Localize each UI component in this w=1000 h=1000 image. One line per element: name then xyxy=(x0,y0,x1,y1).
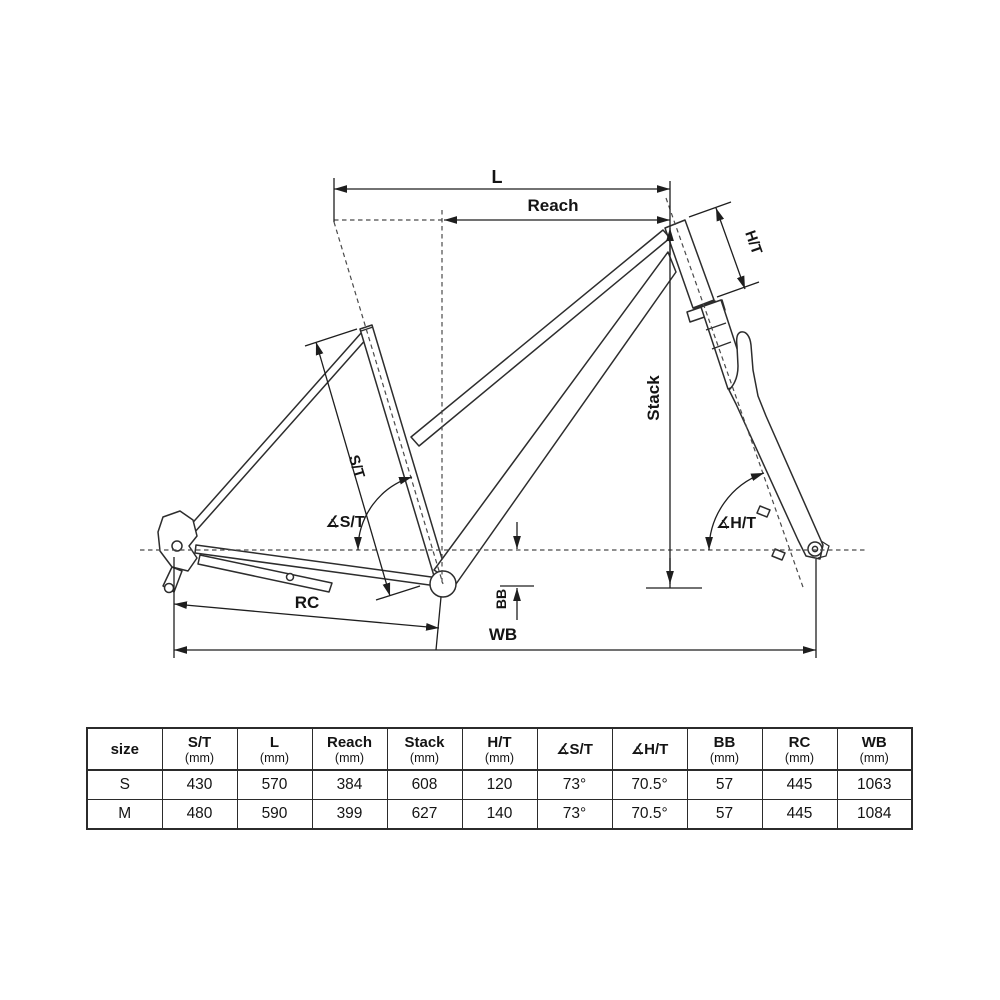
header-cell-st: S/T(mm) xyxy=(161,727,238,771)
header-label: Stack xyxy=(404,733,445,751)
front-axle xyxy=(811,545,819,553)
data-cell: 57 xyxy=(686,799,763,830)
data-cell: 1063 xyxy=(836,769,913,800)
label-stack: Stack xyxy=(644,375,663,421)
data-cell: 570 xyxy=(236,769,313,800)
data-cell: 399 xyxy=(311,799,388,830)
data-cell: 590 xyxy=(236,799,313,830)
header-cell-reach: Reach(mm) xyxy=(311,727,388,771)
header-unit: (mm) xyxy=(709,750,740,765)
data-cell: 73° xyxy=(536,769,613,800)
label-head-tube: H/T xyxy=(741,228,765,256)
data-cell: 73° xyxy=(536,799,613,830)
data-cell: 120 xyxy=(461,769,538,800)
fork-mount-tab xyxy=(771,548,786,561)
dashed-guides xyxy=(140,197,868,591)
label-head-tube-angle: ∡H/T xyxy=(716,515,756,532)
data-cell: 445 xyxy=(761,769,838,800)
header-cell-ht: ∡H/T xyxy=(611,727,688,771)
data-cell: 480 xyxy=(161,799,238,830)
header-label: ∡H/T xyxy=(630,740,669,758)
header-label: S/T xyxy=(187,733,212,751)
data-cell: 70.5° xyxy=(611,799,688,830)
header-cell-size: size xyxy=(86,727,163,771)
header-cell-wb: WB(mm) xyxy=(836,727,913,771)
data-cell: 430 xyxy=(161,769,238,800)
dimension-lines xyxy=(173,178,817,658)
header-unit: (mm) xyxy=(409,750,440,765)
fork-mount-tab xyxy=(756,505,771,518)
data-cell: 608 xyxy=(386,769,463,800)
down-tube xyxy=(433,251,677,585)
header-label: WB xyxy=(861,733,887,751)
data-cell: 1084 xyxy=(836,799,913,830)
seat-tube-axis xyxy=(333,221,444,585)
data-cell: S xyxy=(86,769,163,800)
label-seat-tube: S/T xyxy=(345,453,368,480)
data-cell: 627 xyxy=(386,799,463,830)
label-wheelbase: WB xyxy=(489,625,517,644)
header-cell-ht: H/T(mm) xyxy=(461,727,538,771)
header-label: ∡S/T xyxy=(556,740,593,758)
header-unit: (mm) xyxy=(484,750,515,765)
header-label: Reach xyxy=(326,733,373,751)
label-rear-center: RC xyxy=(295,593,320,612)
header-label: L xyxy=(269,733,280,751)
header-cell-bb: BB(mm) xyxy=(686,727,763,771)
data-cell: 140 xyxy=(461,799,538,830)
rear-axle xyxy=(171,540,183,552)
header-unit: (mm) xyxy=(259,750,290,765)
label-seat-tube-angle: ∡S/T xyxy=(325,514,364,531)
fork-lower-leg xyxy=(728,331,824,560)
header-unit: (mm) xyxy=(334,750,365,765)
header-cell-stack: Stack(mm) xyxy=(386,727,463,771)
data-cell: 445 xyxy=(761,799,838,830)
header-label: BB xyxy=(713,733,736,751)
header-unit: (mm) xyxy=(859,750,889,765)
hanger-bolt xyxy=(163,582,175,594)
header-cell-rc: RC(mm) xyxy=(761,727,838,771)
seatstay-tube xyxy=(187,331,369,534)
dimension-labels: L Reach H/T Stack S/T ∡S/T ∡H/T BB RC WB xyxy=(295,167,766,644)
steering-axis xyxy=(665,197,805,591)
header-unit: (mm) xyxy=(184,750,215,765)
dim-head-tube-angle xyxy=(705,472,765,551)
header-label: H/T xyxy=(487,733,512,751)
dim-seat-tube-angle xyxy=(354,476,413,551)
top-tube xyxy=(410,229,671,447)
label-bb-drop: BB xyxy=(493,589,509,609)
data-cell: 57 xyxy=(686,769,763,800)
label-top-tube-length: L xyxy=(492,167,503,187)
header-cell-st: ∡S/T xyxy=(536,727,613,771)
data-cell: M xyxy=(86,799,163,830)
header-unit: (mm) xyxy=(784,750,815,765)
header-label: RC xyxy=(788,733,811,751)
dim-rear-center xyxy=(173,601,440,631)
data-cell: 384 xyxy=(311,769,388,800)
header-cell-l: L(mm) xyxy=(236,727,313,771)
dim-head-tube xyxy=(715,207,746,290)
label-reach: Reach xyxy=(527,196,578,215)
frame-drawing xyxy=(157,219,830,598)
dim-seat-tube xyxy=(315,341,391,597)
head-tube xyxy=(664,219,715,309)
plate-bolt xyxy=(285,572,295,582)
data-cell: 70.5° xyxy=(611,769,688,800)
header-label: size xyxy=(110,740,139,758)
